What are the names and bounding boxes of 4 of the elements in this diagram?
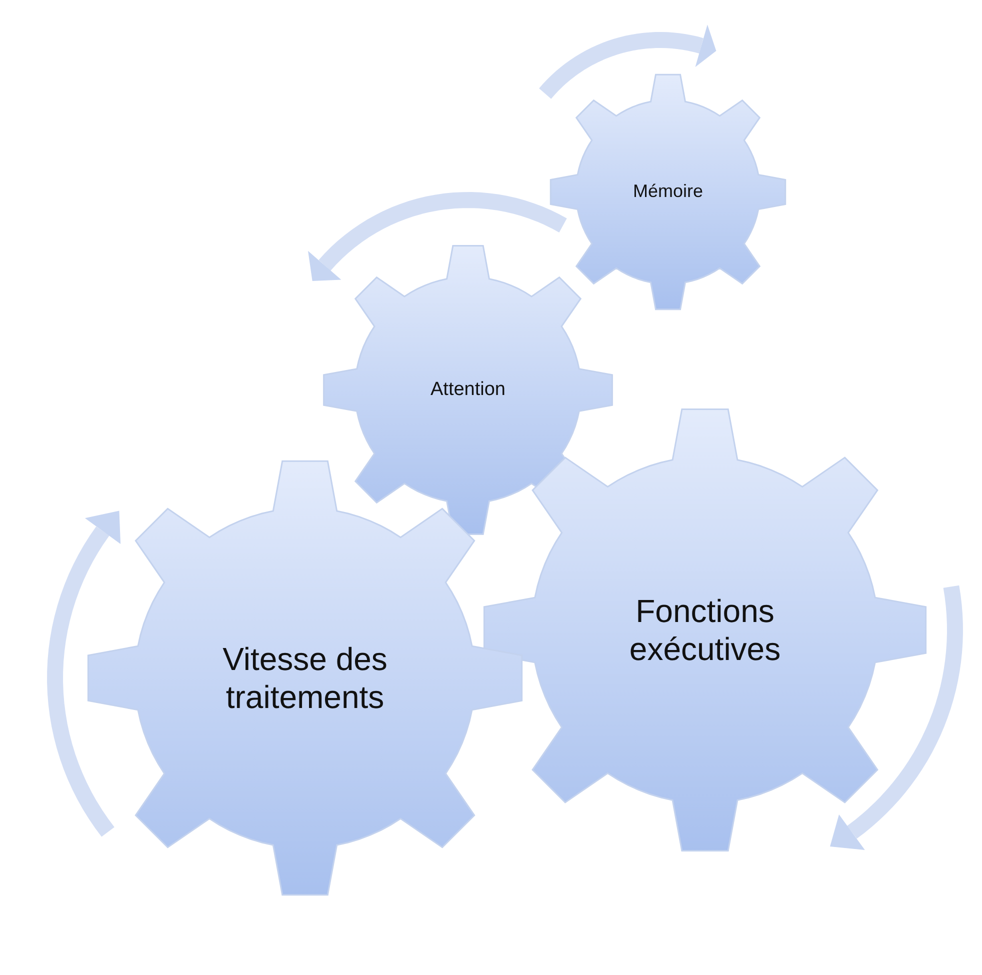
- gear-label: Mémoire: [632, 181, 703, 203]
- gear-label: Vitesse des traitements: [222, 640, 388, 716]
- gear-label: Attention: [430, 378, 506, 402]
- gear-label: Fonctions exécutives: [628, 592, 782, 668]
